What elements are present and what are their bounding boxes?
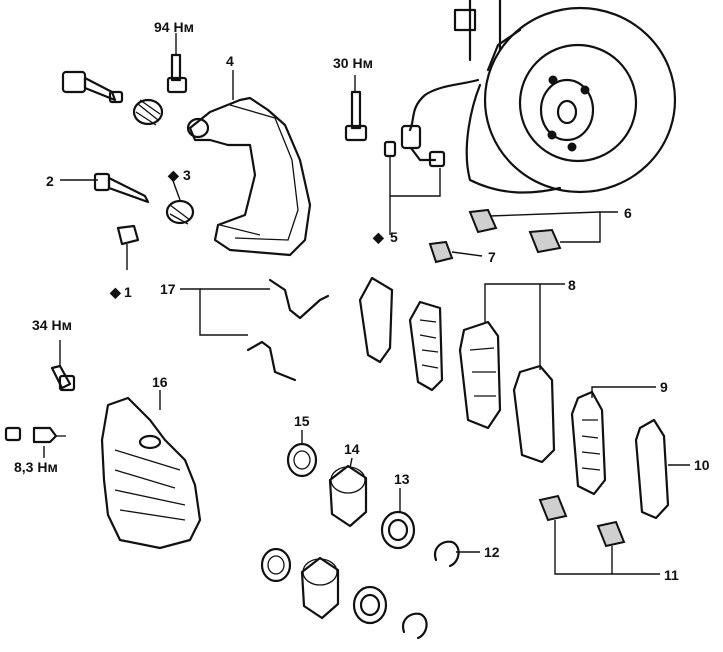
snap-ring-12: [434, 540, 460, 568]
brake-pad-inner: [458, 320, 502, 430]
brake-hose: [400, 78, 480, 168]
caliper-bracket: [186, 96, 312, 257]
part-label-9: 9: [660, 379, 668, 395]
brake-pad-outer: [512, 364, 556, 464]
piston-seal-lower: [352, 585, 388, 625]
pad-clip-11a: [538, 494, 568, 522]
brake-pad-9: [570, 390, 607, 496]
part-label-14: 14: [344, 441, 360, 457]
part-label-3: 3: [183, 167, 191, 183]
part-label-4: 4: [226, 53, 234, 69]
pad-shim-wavy: [408, 300, 444, 392]
marker-diamond-5: ◆: [372, 229, 385, 245]
anti-rattle-springs: [246, 278, 330, 382]
leader-lines: [43, 33, 690, 575]
pad-shim-inner: [358, 276, 394, 364]
piston-14: [328, 464, 368, 528]
brake-disc-hub: [453, 0, 677, 194]
part-label-8: 8: [568, 277, 576, 293]
brake-pad-10: [634, 418, 670, 520]
part-label-12: 12: [484, 544, 500, 560]
part-label-15: 15: [294, 413, 310, 429]
marker-diamond-3: ◆: [167, 167, 180, 183]
caliper-body: [100, 396, 202, 550]
part-label-13: 13: [394, 471, 410, 487]
part-label-7: 7: [488, 249, 496, 265]
pin-boot-upper: [132, 98, 164, 126]
part-label-6: 6: [624, 205, 632, 221]
bolt-30nm: [344, 90, 397, 158]
guide-pin-lower: [93, 172, 150, 204]
snap-ring-lower: [402, 612, 428, 640]
bleeder-valve: [4, 426, 66, 444]
piston-lower: [300, 556, 340, 620]
part-label-17: 17: [160, 281, 176, 297]
part-label-10: 10: [694, 457, 710, 473]
torque-label-8-3: 8,3 Нм: [14, 459, 58, 475]
clip-7: [428, 240, 454, 264]
part-label-2: 2: [46, 173, 54, 189]
part-label-16: 16: [152, 374, 168, 390]
part-labels: 94 Нм 4 2 ◆ 3 ◆ 1 30 Нм ◆ 5 6 7 17 8 34 …: [14, 19, 710, 583]
bolt-34nm: [50, 364, 76, 392]
pad-clip-11b: [596, 520, 626, 548]
torque-label-94: 94 Нм: [154, 19, 194, 35]
part-label-1: 1: [124, 284, 132, 300]
anti-squeal-clip-6a: [468, 208, 498, 234]
marker-diamond-1: ◆: [109, 284, 122, 300]
torque-label-30: 30 Нм: [333, 55, 373, 71]
bolt-94nm: [166, 53, 188, 94]
part-label-11: 11: [664, 567, 679, 583]
piston-seal-13: [380, 510, 416, 550]
anti-squeal-clip-6b: [528, 228, 562, 254]
seal-ring-15: [286, 442, 318, 478]
pin-cap: [116, 224, 140, 246]
part-label-5: 5: [390, 229, 398, 245]
guide-pin-upper: [61, 70, 124, 104]
seal-ring-lower: [260, 547, 292, 583]
bushing: [165, 199, 195, 225]
torque-label-34: 34 Нм: [32, 317, 72, 333]
